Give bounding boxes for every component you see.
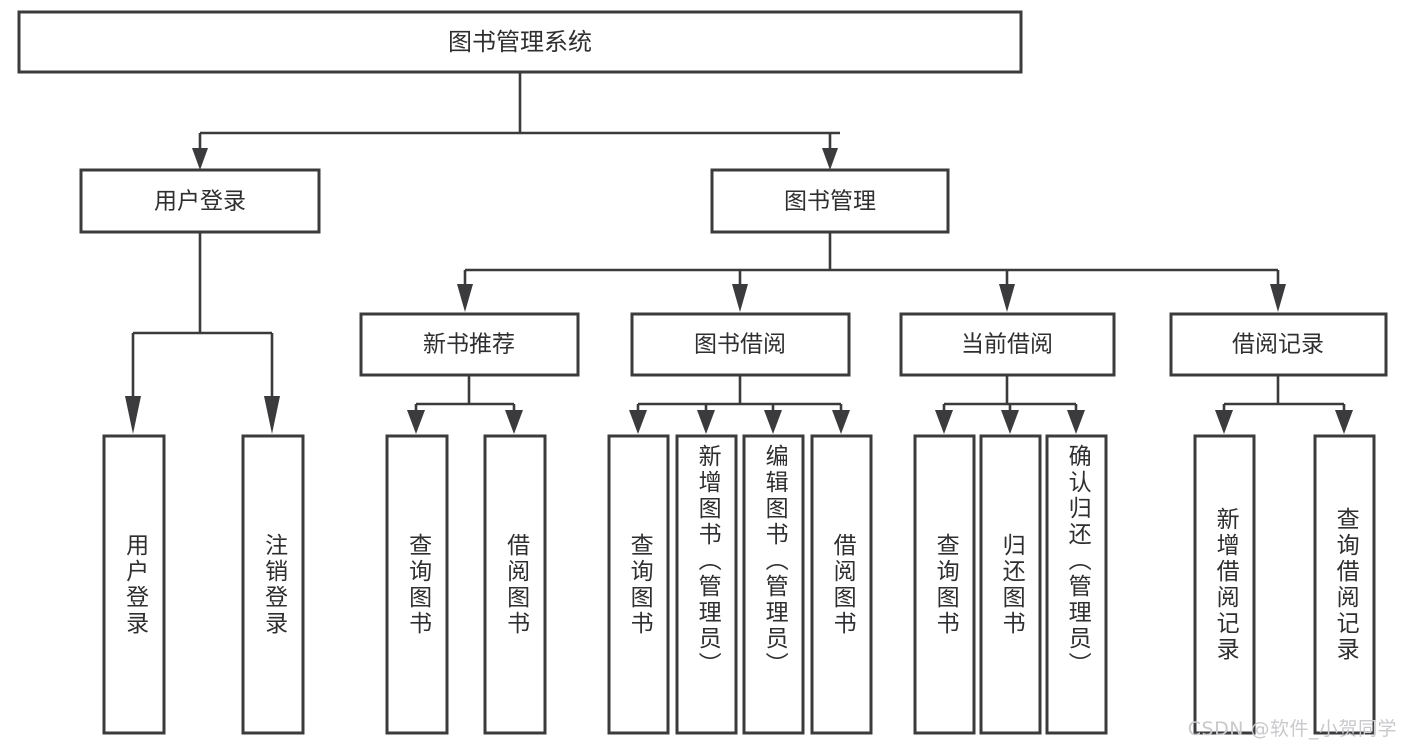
node-leaf-query-record-box[interactable] (1313, 434, 1376, 735)
node-borrow-record[interactable]: 借阅记录 (1169, 312, 1388, 377)
node-book-manage-box[interactable] (710, 168, 950, 234)
node-new-book-recommend-box[interactable] (359, 312, 580, 377)
arrowhead-leaf-query-book-3 (935, 410, 953, 434)
node-leaf-edit-book-box[interactable] (742, 434, 805, 735)
arrowhead-book-manage (822, 148, 838, 170)
node-leaf-add-book-box[interactable] (675, 434, 738, 735)
arrowhead-leaf-logout-login (264, 396, 280, 434)
arrowhead-leaf-confirm-return (1067, 410, 1085, 434)
node-borrow-record-label: 借阅记录 (1232, 332, 1324, 358)
arrowhead-borrow-record (1270, 284, 1286, 312)
node-leaf-confirm-return-box[interactable] (1045, 434, 1108, 735)
arrowhead-leaf-edit-book (764, 410, 782, 434)
node-leaf-return-book-box[interactable] (979, 434, 1042, 735)
node-leaf-logout-login-box[interactable] (241, 434, 305, 735)
node-leaf-query-book-1-box[interactable] (385, 434, 449, 735)
arrowhead-user-login (192, 148, 208, 170)
arrowhead-current-borrow (999, 284, 1015, 312)
arrowhead-new-book-recommend (457, 284, 473, 312)
node-book-borrow-box[interactable] (630, 312, 851, 377)
leaf-boxes-group (102, 434, 1376, 735)
node-book-borrow[interactable]: 图书借阅 (630, 312, 851, 377)
node-book-manage-label: 图书管理 (784, 189, 876, 215)
arrowhead-leaf-borrow-book-2 (832, 410, 850, 434)
node-current-borrow[interactable]: 当前借阅 (899, 312, 1116, 377)
node-leaf-user-login-box[interactable] (102, 434, 166, 735)
connectors-group (125, 72, 1353, 434)
node-book-borrow-label: 图书借阅 (694, 332, 786, 358)
csdn-watermark: CSDN @软件_小贺同学 (1187, 718, 1397, 740)
arrowhead-leaf-add-book (697, 410, 715, 434)
node-root[interactable]: 图书管理系统 (17, 10, 1023, 74)
node-user-login-box[interactable] (79, 168, 321, 234)
node-current-borrow-label: 当前借阅 (961, 332, 1053, 358)
node-new-book-recommend[interactable]: 新书推荐 (359, 312, 580, 377)
node-leaf-query-book-2-box[interactable] (607, 434, 670, 735)
node-leaf-borrow-book-1-box[interactable] (483, 434, 547, 735)
arrowhead-leaf-return-book (1001, 410, 1019, 434)
arrowhead-book-borrow (732, 284, 748, 312)
node-leaf-query-book-3-box[interactable] (913, 434, 976, 735)
arrowhead-leaf-query-book-1 (407, 410, 425, 434)
node-user-login-label: 用户登录 (154, 189, 246, 215)
arrowhead-leaf-add-record (1215, 410, 1233, 434)
node-root-label: 图书管理系统 (448, 28, 592, 56)
node-leaf-borrow-book-2-box[interactable] (810, 434, 873, 735)
arrowhead-leaf-borrow-book-1 (505, 410, 523, 434)
node-leaf-add-record-box[interactable] (1193, 434, 1256, 735)
arrowhead-leaf-query-record (1335, 410, 1353, 434)
arrowhead-leaf-user-login (125, 396, 141, 434)
node-root-box[interactable] (17, 10, 1023, 74)
node-new-book-recommend-label: 新书推荐 (423, 332, 515, 358)
node-book-manage[interactable]: 图书管理 (710, 168, 950, 234)
arrowhead-leaf-query-book-2 (629, 410, 647, 434)
node-user-login[interactable]: 用户登录 (79, 168, 321, 234)
node-current-borrow-box[interactable] (899, 312, 1116, 377)
node-borrow-record-box[interactable] (1169, 312, 1388, 377)
